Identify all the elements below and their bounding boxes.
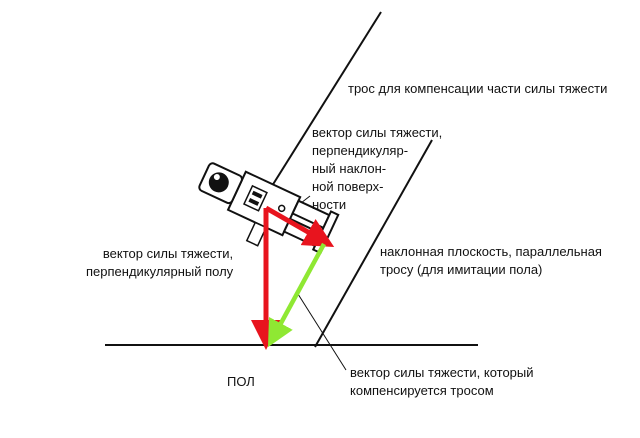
gravity-vector-perp-incline (264, 205, 335, 247)
label-incline-plane: наклонная плоскость, параллельная тросу … (380, 244, 602, 277)
pointer-line-compensated (297, 293, 347, 371)
label-gravity-perp-floor: вектор силы тяжести, перпендикулярный по… (86, 246, 234, 279)
cable-line (271, 11, 382, 187)
incline-plane-line (314, 139, 433, 348)
gravity-vector-compensated (267, 242, 326, 348)
label-floor: ПОЛ (227, 374, 255, 389)
label-gravity-perp-incline: вектор силы тяжести, перпендикуляр- ный … (312, 125, 443, 212)
label-compensated-vector: вектор силы тяжести, который компенсируе… (350, 365, 534, 398)
label-cable: трос для компенсации части силы тяжести (348, 81, 608, 96)
